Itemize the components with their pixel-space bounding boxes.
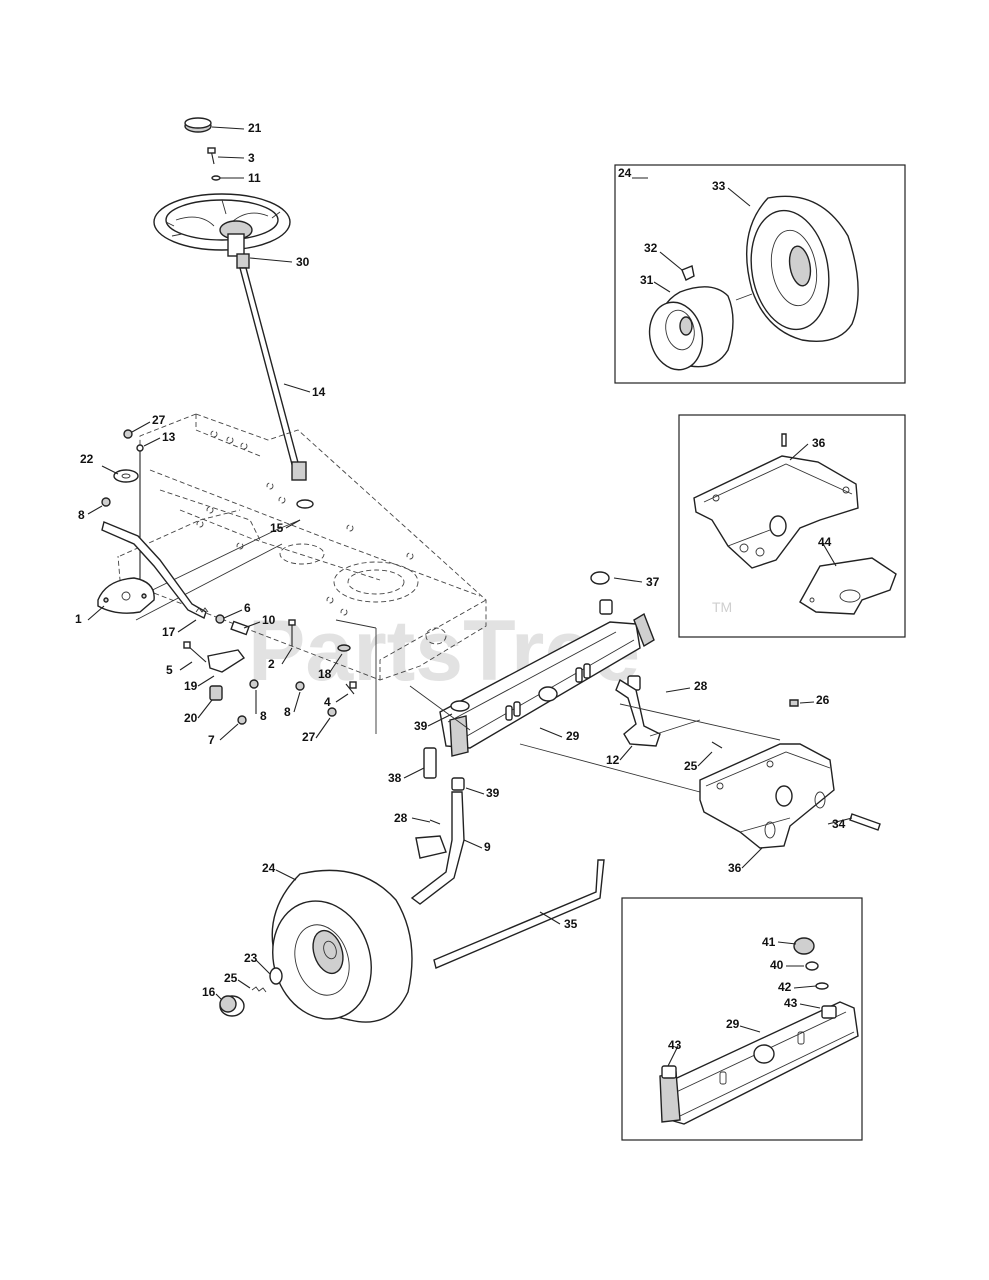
callout-label-27b: 27 bbox=[302, 730, 316, 744]
callout-label-43b: 43 bbox=[668, 1038, 682, 1052]
callout-label-26a: 26 bbox=[816, 693, 830, 707]
valve-stem bbox=[681, 265, 695, 281]
front-bracket-plate bbox=[699, 743, 835, 849]
steering-linkage bbox=[97, 429, 357, 725]
callout-label-25a: 25 bbox=[684, 759, 698, 773]
callout-label-18a: 18 bbox=[318, 667, 332, 681]
callout-label-25b: 25 bbox=[224, 971, 238, 985]
leader-lines bbox=[87, 126, 853, 1067]
callout-label-12a: 12 bbox=[606, 753, 620, 767]
washer-large bbox=[113, 469, 139, 483]
tie-rod bbox=[433, 859, 605, 969]
callout-label-36a: 36 bbox=[728, 861, 742, 875]
callout-label-9a: 9 bbox=[484, 840, 491, 854]
inset-box-bracket bbox=[678, 414, 906, 638]
cap bbox=[590, 571, 610, 585]
callout-label-8a: 8 bbox=[78, 508, 85, 522]
callout-label-14a: 14 bbox=[312, 385, 326, 399]
bushing-tall bbox=[423, 747, 437, 779]
callout-label-3a: 3 bbox=[248, 151, 255, 165]
callout-label-39a: 39 bbox=[414, 719, 428, 733]
front-axle bbox=[409, 571, 781, 969]
callout-label-30a: 30 bbox=[296, 255, 310, 269]
bolt-long bbox=[849, 813, 881, 831]
callout-label-35a: 35 bbox=[564, 917, 578, 931]
axle-inset bbox=[659, 937, 859, 1125]
callout-label-28b: 28 bbox=[394, 811, 408, 825]
callout-label-39b: 39 bbox=[486, 786, 500, 800]
steering-assembly bbox=[153, 117, 314, 509]
inset-box-wheel bbox=[614, 164, 906, 384]
callout-label-11a: 11 bbox=[248, 171, 261, 185]
callout-label-38a: 38 bbox=[388, 771, 402, 785]
callout-label-20a: 20 bbox=[184, 711, 198, 725]
watermark: PartsTree TM bbox=[248, 599, 732, 699]
nut bbox=[123, 429, 133, 439]
callout-label-4a: 4 bbox=[324, 695, 331, 709]
callout-label-29b: 29 bbox=[726, 1017, 740, 1031]
bracket-inset bbox=[693, 433, 897, 615]
callout-label-17a: 17 bbox=[162, 625, 176, 639]
callout-label-27a: 27 bbox=[152, 413, 166, 427]
callout-label-28a: 28 bbox=[694, 679, 708, 693]
callout-label-16a: 16 bbox=[202, 985, 216, 999]
callout-label-15a: 15 bbox=[270, 521, 284, 535]
wheel-inset bbox=[648, 195, 859, 371]
callout-label-37a: 37 bbox=[646, 575, 660, 589]
callout-label-42a: 42 bbox=[778, 980, 792, 994]
front-bracket bbox=[699, 699, 881, 849]
callout-label-22a: 22 bbox=[80, 452, 94, 466]
callout-label-8b: 8 bbox=[260, 709, 267, 723]
callout-label-24b: 24 bbox=[618, 166, 632, 180]
frame-outline bbox=[117, 413, 487, 734]
callout-label-41a: 41 bbox=[762, 935, 776, 949]
bracket bbox=[693, 455, 859, 569]
callout-label-13a: 13 bbox=[162, 430, 176, 444]
spindle-left bbox=[410, 791, 465, 905]
callout-label-43a: 43 bbox=[784, 996, 798, 1010]
cap bbox=[793, 937, 815, 955]
washer bbox=[211, 175, 221, 181]
callout-label-29a: 29 bbox=[566, 729, 580, 743]
callout-label-8c: 8 bbox=[284, 705, 291, 719]
callout-label-5a: 5 bbox=[166, 663, 173, 677]
callout-label-36b: 36 bbox=[812, 436, 826, 450]
drag-link bbox=[101, 521, 207, 619]
steering-shaft bbox=[239, 267, 301, 473]
plate bbox=[799, 557, 897, 615]
callout-label-31a: 31 bbox=[640, 273, 654, 287]
watermark-tm: TM bbox=[712, 599, 732, 615]
callout-label-23a: 23 bbox=[244, 951, 258, 965]
callout-label-10a: 10 bbox=[262, 613, 276, 627]
callout-label-32a: 32 bbox=[644, 241, 658, 255]
callout-label-33a: 33 bbox=[712, 179, 726, 193]
callout-label-7a: 7 bbox=[208, 733, 215, 747]
inset-box-axle bbox=[621, 897, 863, 1141]
front-wheel bbox=[219, 869, 413, 1023]
steering-arm bbox=[207, 649, 246, 673]
steering-plate bbox=[97, 577, 155, 614]
callout-label-34a: 34 bbox=[832, 817, 846, 831]
axle-beam bbox=[439, 621, 641, 749]
callout-label-40a: 40 bbox=[770, 958, 784, 972]
bushing bbox=[450, 700, 470, 712]
steering-wheel bbox=[153, 193, 291, 257]
callout-labels: 21 3 11 30 14 27 13 22 8 15 1 17 6 10 5 2 18 19 8 8 4 20 27 7 39… bbox=[75, 121, 846, 1052]
callout-label-6a: 6 bbox=[244, 601, 251, 615]
callout-label-2a: 2 bbox=[268, 657, 275, 671]
callout-label-1a: 1 bbox=[75, 612, 82, 626]
washer bbox=[269, 967, 283, 985]
callout-label-24a: 24 bbox=[262, 861, 276, 875]
bushing bbox=[661, 1065, 677, 1079]
callout-label-21a: 21 bbox=[248, 121, 262, 135]
steering-gear bbox=[296, 499, 314, 509]
callout-label-19a: 19 bbox=[184, 679, 198, 693]
steering-column-top bbox=[236, 253, 250, 269]
spindle-right bbox=[615, 678, 661, 747]
callout-label-44a: 44 bbox=[818, 535, 832, 549]
